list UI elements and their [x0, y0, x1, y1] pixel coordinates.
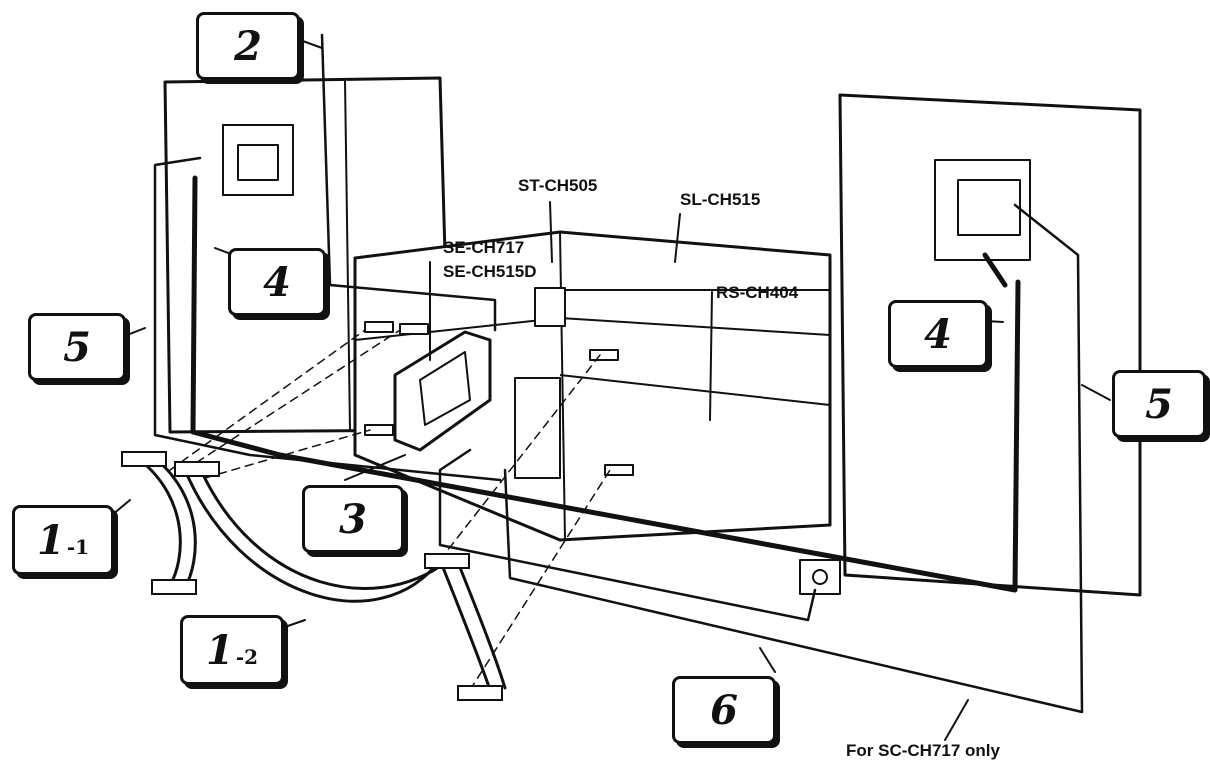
left-speaker-cable [190, 175, 1021, 593]
callout-6-number: 6 [710, 686, 738, 734]
callout-1-1-number: 1 [36, 516, 65, 564]
callout-1-1-suffix: -1 [66, 535, 90, 559]
callout-2: 2 [196, 12, 300, 80]
callout-5-right-number: 5 [1145, 380, 1173, 428]
system-cable-1-1 [138, 458, 182, 587]
callout-1-2-number: 1 [205, 626, 234, 674]
callout-4-right-number: 4 [924, 310, 952, 358]
callout-4-left-number: 4 [263, 258, 291, 306]
callout-5-left-number: 5 [63, 323, 91, 371]
label-rs-ch404: RS-CH404 [716, 283, 799, 302]
ac-inlet-panel [514, 377, 561, 479]
system-cable-1-2 [183, 468, 492, 692]
label-se-ch717: SE-CH717 [443, 238, 525, 257]
callout-3: 3 [302, 485, 404, 553]
ac-power-cord [438, 448, 817, 622]
label-se-ch515d: SE-CH515D [443, 262, 537, 281]
callout-1-2: 1 -2 [180, 615, 284, 685]
callout-5-right: 5 [1112, 370, 1206, 438]
callout-1-2-suffix: -2 [235, 645, 259, 669]
callout-5-left: 5 [28, 313, 126, 381]
footnote-text: For SC-CH717 only [846, 741, 1000, 760]
callout-2-number: 2 [234, 22, 262, 70]
callout-4-right: 4 [888, 300, 988, 368]
left-surround-cable [153, 156, 502, 482]
callout-6: 6 [672, 676, 776, 744]
label-sl-ch515: SL-CH515 [680, 190, 761, 209]
right-speaker [838, 93, 1142, 597]
fm-antenna-wire [320, 33, 497, 332]
label-st-ch505: ST-CH505 [518, 176, 598, 195]
right-surround-cable [503, 203, 1084, 714]
callout-1-1: 1 -1 [12, 505, 114, 575]
callout-4-left: 4 [228, 248, 326, 316]
callout-3-number: 3 [339, 495, 367, 543]
